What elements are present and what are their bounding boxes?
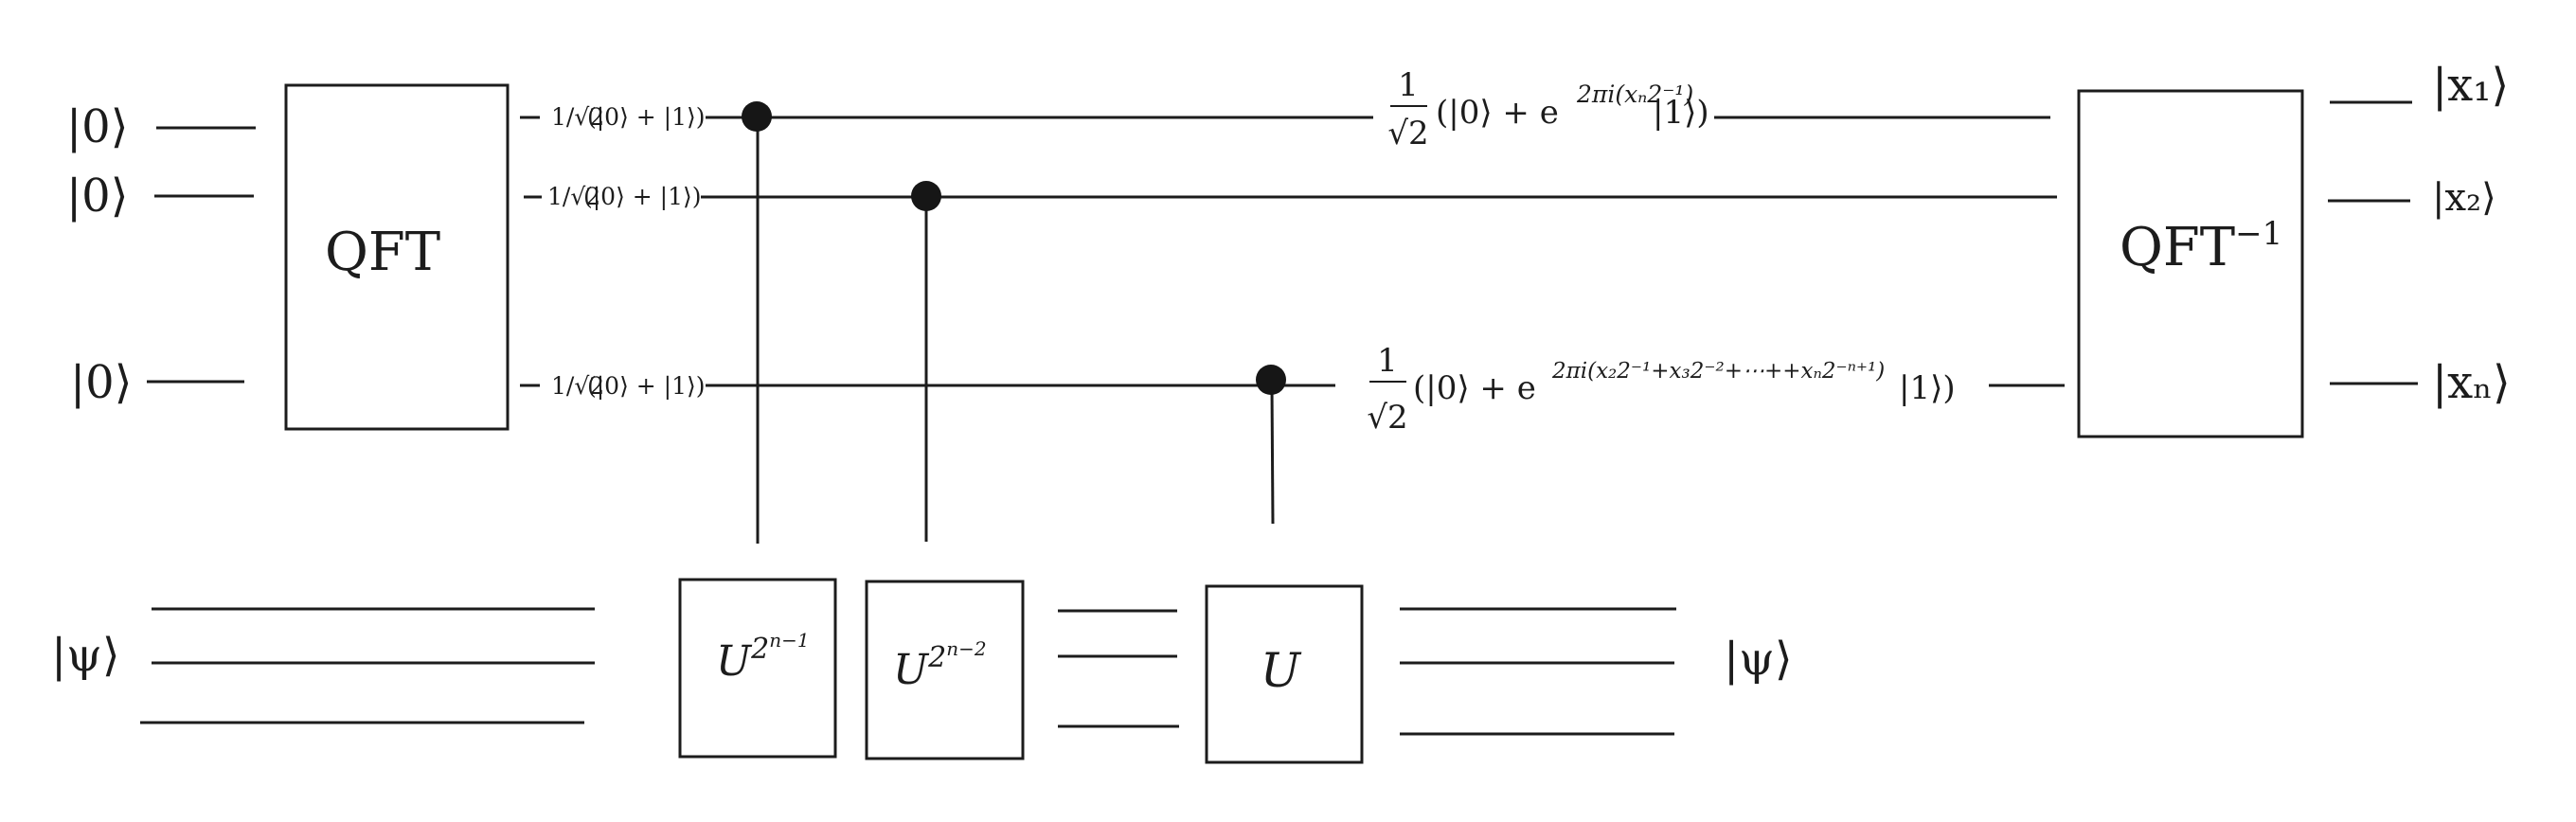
top-state-pre: (|0⟩ + e [1436,94,1559,132]
qft-inverse-gate [2077,89,2304,438]
u-gate-3 [1205,584,1364,764]
phase-state-bottom: 1 √2 (|0⟩ + e 2πi(x₂2⁻¹+x₃2⁻²+⋯++xₙ2⁻ⁿ⁺¹… [1367,342,1955,437]
output-ket-xn: |xₙ⟩ [2432,356,2511,409]
control-dot-3 [1256,365,1286,395]
u2-exp: 2 [927,641,946,674]
phase-state-top: 1 √2 (|0⟩ + e 2πi(xₙ2⁻¹) |1⟩) [1387,66,1708,152]
control-dot-2 [911,181,941,211]
qft-gate [284,83,510,431]
output-ket-x2: |x₂⟩ [2432,176,2496,220]
bot-state-exp: 2πi(x₂2⁻¹+x₃2⁻²+⋯++xₙ2⁻ⁿ⁺¹) [1551,359,1885,384]
bot-state-post: |1⟩) [1899,369,1956,407]
hadamard-coef-qn: 1/√2 [551,372,604,400]
top-state-post: |1⟩) [1653,94,1709,132]
u2-base: U [893,646,930,694]
top-coef-den: √2 [1387,115,1428,152]
bot-state-pre: (|0⟩ + e [1413,369,1536,407]
control-line-3 [1270,384,1275,525]
bot-coef-den: √2 [1367,399,1407,437]
top-state-exp: 2πi(xₙ2⁻¹) [1576,80,1693,108]
hadamard-ket-qn: (|0⟩ + |1⟩) [587,372,706,401]
u-power-gate-2-label: U2n−2 [893,637,987,694]
hadamard-state-q2: 1/√2 (|0⟩ + |1⟩) [547,183,702,211]
u1-exp-sup: n−1 [769,629,809,652]
input-ket-q2: |0⟩ [66,170,128,223]
output-ket-psi: |ψ⟩ [1724,633,1793,686]
u-power-gate-1-label: U2n−1 [716,629,810,686]
hadamard-state-qn: 1/√2 (|0⟩ + |1⟩) [551,372,706,401]
output-ket-x1: |x₁⟩ [2432,59,2509,112]
qft-inverse-sup: −1 [2235,215,2282,253]
input-ket-q1: |0⟩ [66,100,128,153]
hadamard-state-q1: 1/√2 (|0⟩ + |1⟩) [551,103,706,132]
qft-label: QFT [325,222,440,283]
input-ket-qn: |0⟩ [70,356,132,409]
hadamard-coef-q1: 1/√2 [551,103,604,131]
control-dot-1 [742,101,772,132]
input-ket-psi: |ψ⟩ [51,629,120,682]
u-gate-3-label: U [1261,643,1302,698]
u1-base: U [716,637,753,686]
qft-inverse-base: QFT [2120,217,2235,278]
u-power-gate-1 [678,578,837,759]
hadamard-ket-q1: (|0⟩ + |1⟩) [587,103,706,132]
hadamard-ket-q2: (|0⟩ + |1⟩) [583,183,702,211]
qft-inverse-label: QFT−1 [2120,215,2282,278]
u1-exp: 2 [750,633,769,666]
hadamard-coef-q2: 1/√2 [547,183,600,210]
bot-coef-num: 1 [1377,342,1398,380]
u-power-gate-2 [865,580,1025,760]
u2-exp-sup: n−2 [946,637,986,660]
top-coef-num: 1 [1398,66,1419,104]
